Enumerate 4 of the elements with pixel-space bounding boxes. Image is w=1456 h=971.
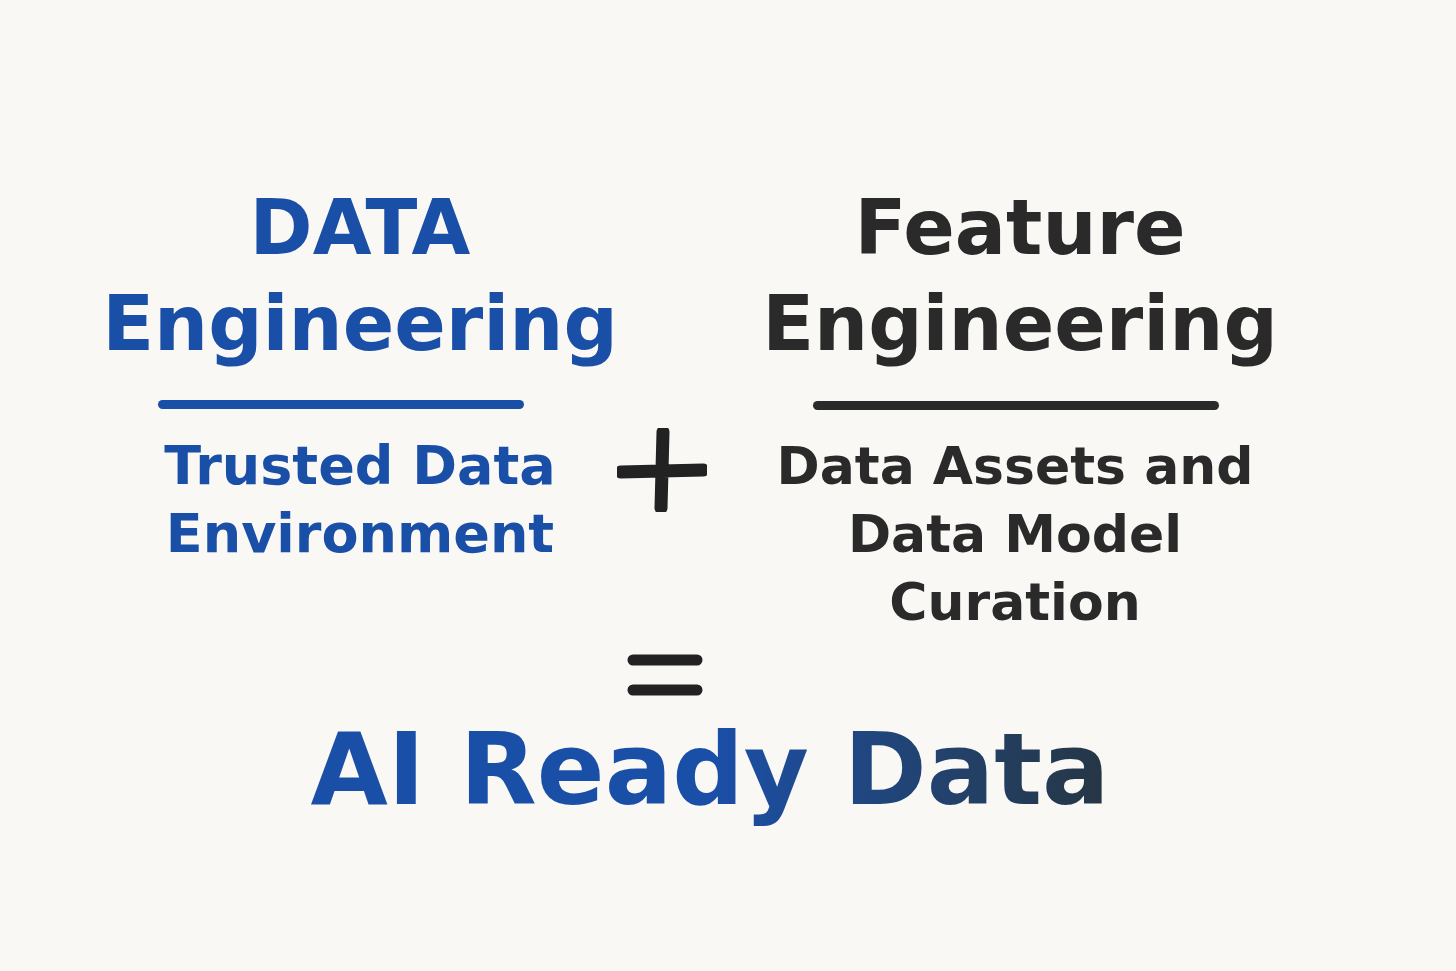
heading: Feature Engineering [761,182,1279,370]
subtitle: Trusted Data Environment [163,433,557,567]
subtitle: Data Assets and Data Model Curation [775,435,1255,634]
heading: DATA Engineering [101,182,619,370]
